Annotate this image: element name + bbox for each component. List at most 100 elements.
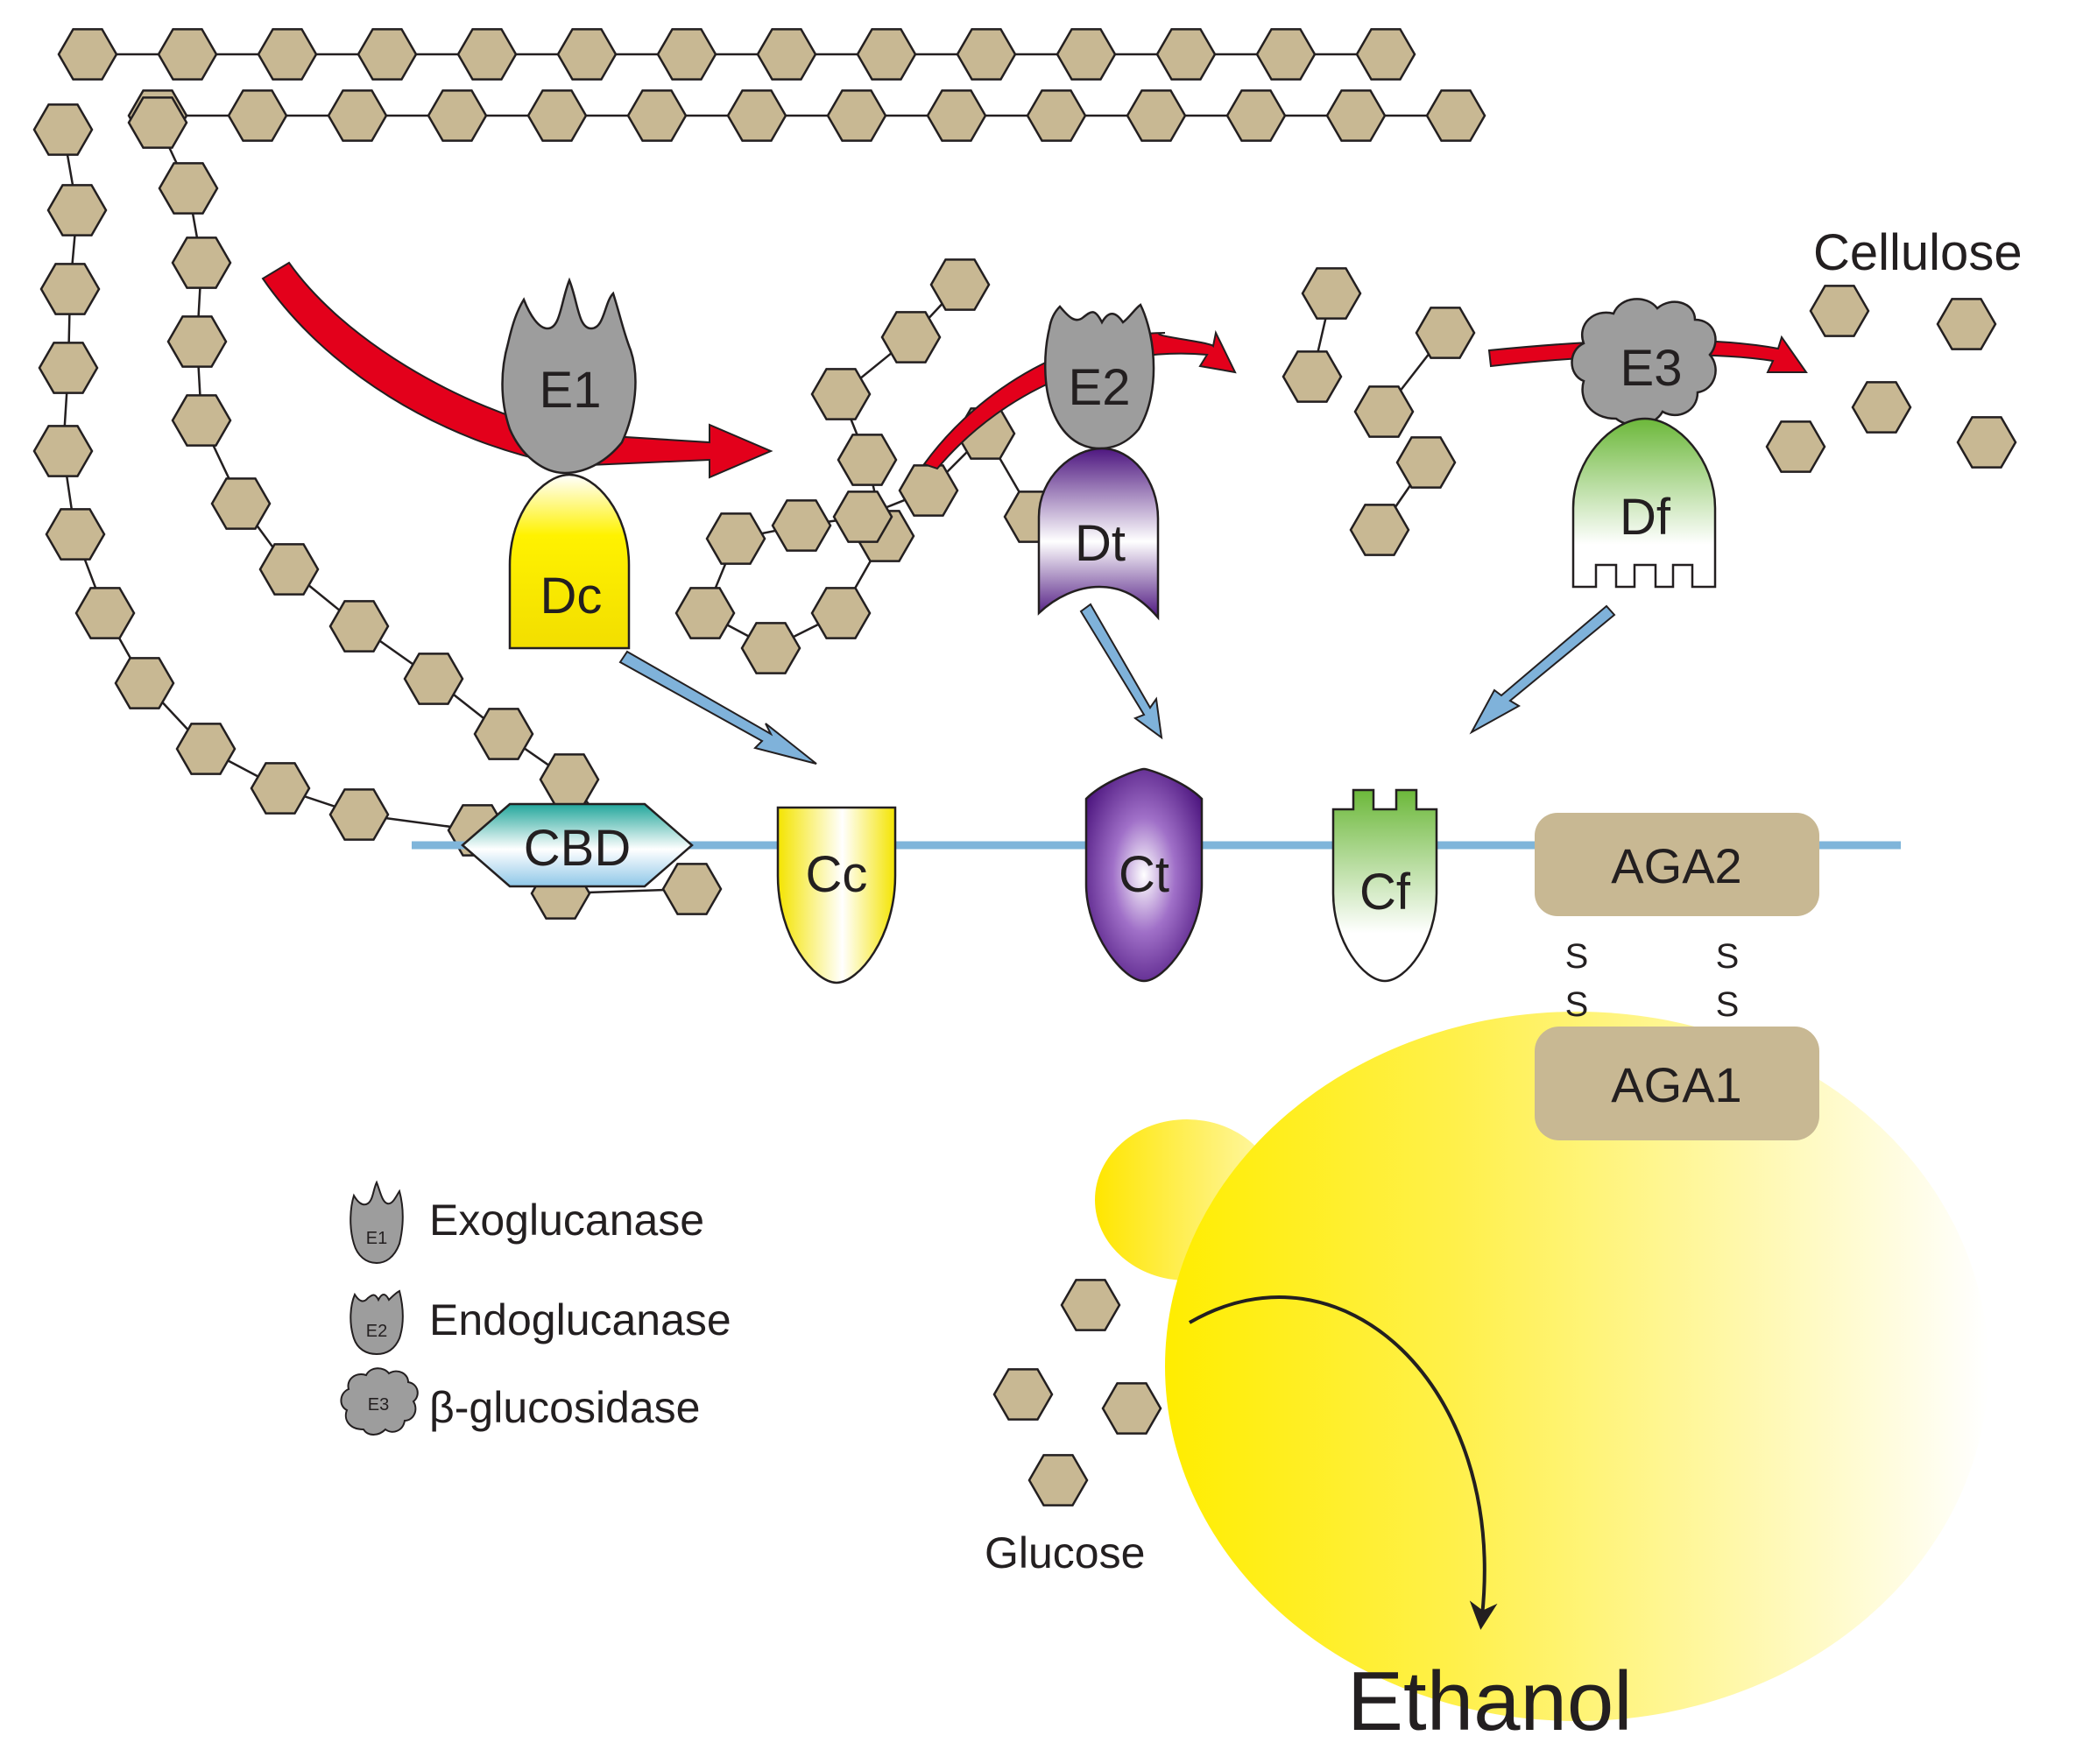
cf-label: Cf [1359, 864, 1411, 921]
glucose-hexagon [157, 28, 218, 81]
cc-label: Cc [806, 846, 868, 903]
beta-glucosidase-label: β-glucosidase [429, 1383, 700, 1432]
glucose-hexagon [1155, 28, 1217, 81]
glucose-hexagon [810, 368, 872, 420]
glucose-hexagon [39, 263, 101, 315]
glucose-hexagon [1395, 436, 1457, 489]
chain-linker [61, 129, 478, 832]
glucose-hexagon [1765, 420, 1826, 473]
glucose-hexagon [175, 723, 237, 775]
glucose-hexagon [992, 1368, 1054, 1421]
glucose-hexagon [1027, 1454, 1089, 1506]
aga1-anchor: AGA1 [1535, 1027, 1819, 1140]
disulfide-s-4: S [1716, 985, 1740, 1024]
glucose-hexagon [473, 708, 534, 760]
glucose-hexagon [32, 103, 94, 156]
yeast-body [1165, 1012, 1988, 1721]
glucose-hexagon [929, 258, 991, 311]
e3-label: E3 [1620, 340, 1683, 397]
exoglucanase-icon-text: E1 [366, 1229, 387, 1248]
legend: E1 Exoglucanase E2 Endoglucanase E3 β-gl… [340, 1180, 731, 1436]
glucose-hexagon [856, 28, 917, 81]
glucose-hexagon [771, 499, 832, 552]
beta-glucosidase-icon [340, 1367, 419, 1436]
glucose-hexagon [826, 89, 887, 142]
e2-label: E2 [1069, 359, 1131, 416]
glucose-hexagon [1325, 89, 1387, 142]
cellulose-label: Cellulose [1813, 224, 2023, 281]
disulfide-bonds: S S S S [1565, 937, 1740, 1024]
docking-arrows [618, 603, 1616, 765]
glucose-hexagon [1851, 381, 1912, 434]
glucose-hexagon [926, 89, 987, 142]
legend-item-endoglucanase: E2 Endoglucanase [350, 1289, 731, 1356]
glucose-hexagon [74, 587, 136, 639]
glucose-hexagon [171, 394, 232, 447]
glucose-hexagon [127, 96, 188, 149]
glucose-hexagon [114, 657, 175, 709]
dc-label: Dc [540, 568, 603, 624]
glucose-hexagon [556, 28, 618, 81]
glucose-hexagon [45, 508, 106, 561]
glucose-hexagon [38, 342, 99, 394]
glucose-hexagon [1225, 89, 1287, 142]
glucose-hexagon [257, 28, 318, 81]
cbd-module: CBD [461, 802, 694, 888]
ethanol-label: Ethanol [1347, 1655, 1633, 1748]
enzyme-e2: E2 [1044, 303, 1155, 450]
glucose-hexagon [46, 184, 108, 236]
glucose-hexagon [1425, 89, 1486, 142]
aga2-label: AGA2 [1611, 838, 1741, 893]
yeast-cell [1095, 1012, 1988, 1721]
glucose-label: Glucose [985, 1528, 1145, 1577]
glucose-hexagon [1353, 385, 1415, 438]
cbd-label: CBD [524, 820, 631, 877]
glucose-hexagon [171, 236, 232, 289]
glucose-hexagon [166, 315, 228, 368]
endoglucanase-label: Endoglucanase [429, 1295, 731, 1344]
metabolism-arrow [1188, 1295, 1498, 1630]
glucose-hexagon [539, 753, 600, 806]
exoglucanase-icon [350, 1180, 404, 1265]
glucose-hexagon [427, 89, 488, 142]
endoglucanase-icon [350, 1289, 404, 1356]
glucose-hexagon [661, 863, 723, 915]
glucose-hexagon [1255, 28, 1317, 81]
glucose-hexagon [956, 28, 1017, 81]
glucose-hexagon [1282, 350, 1343, 403]
glucose-hexagon [1301, 267, 1362, 320]
glucose-hexagon [674, 587, 736, 639]
glucose-hexagon [1101, 1382, 1162, 1435]
exoglucanase-label: Exoglucanase [429, 1196, 704, 1245]
glucose-hexagon [32, 425, 94, 477]
glucose-hexagon [328, 788, 390, 841]
cohesin-cf: Cf [1331, 788, 1438, 983]
glucose-hexagon [1060, 1279, 1121, 1331]
cohesin-cc: Cc [776, 806, 897, 984]
glucose-hexagon [898, 464, 959, 517]
disulfide-s-1: S [1565, 937, 1589, 976]
glucose-hexagon [1956, 416, 2017, 469]
legend-item-exoglucanase: E1 Exoglucanase [350, 1180, 704, 1265]
glucose-hexagon [837, 434, 898, 486]
glucose-hexagon [328, 600, 390, 653]
glucose-hexagon [740, 622, 801, 674]
endoglucanase-icon-text: E2 [366, 1322, 387, 1341]
glucose-hexagon [327, 89, 388, 142]
glucose-hexagon [880, 311, 942, 363]
glucose-hexagon [1026, 89, 1087, 142]
glucose-hexagon [1126, 89, 1187, 142]
df-to-cf-arrow [1469, 604, 1616, 735]
glucose-hexagon [810, 587, 872, 639]
glucose-hexagon [705, 512, 766, 565]
dockerin-df: Df [1571, 417, 1717, 589]
dt-label: Dt [1075, 515, 1126, 572]
glucose-hexagon [656, 28, 717, 81]
dc-to-cc-arrow [618, 650, 817, 765]
e1-label: E1 [540, 362, 602, 419]
glucose-hexagon [1355, 28, 1416, 81]
disulfide-s-2: S [1565, 985, 1589, 1024]
aga2-anchor: AGA2 [1535, 813, 1819, 916]
aga1-label: AGA1 [1611, 1057, 1741, 1112]
